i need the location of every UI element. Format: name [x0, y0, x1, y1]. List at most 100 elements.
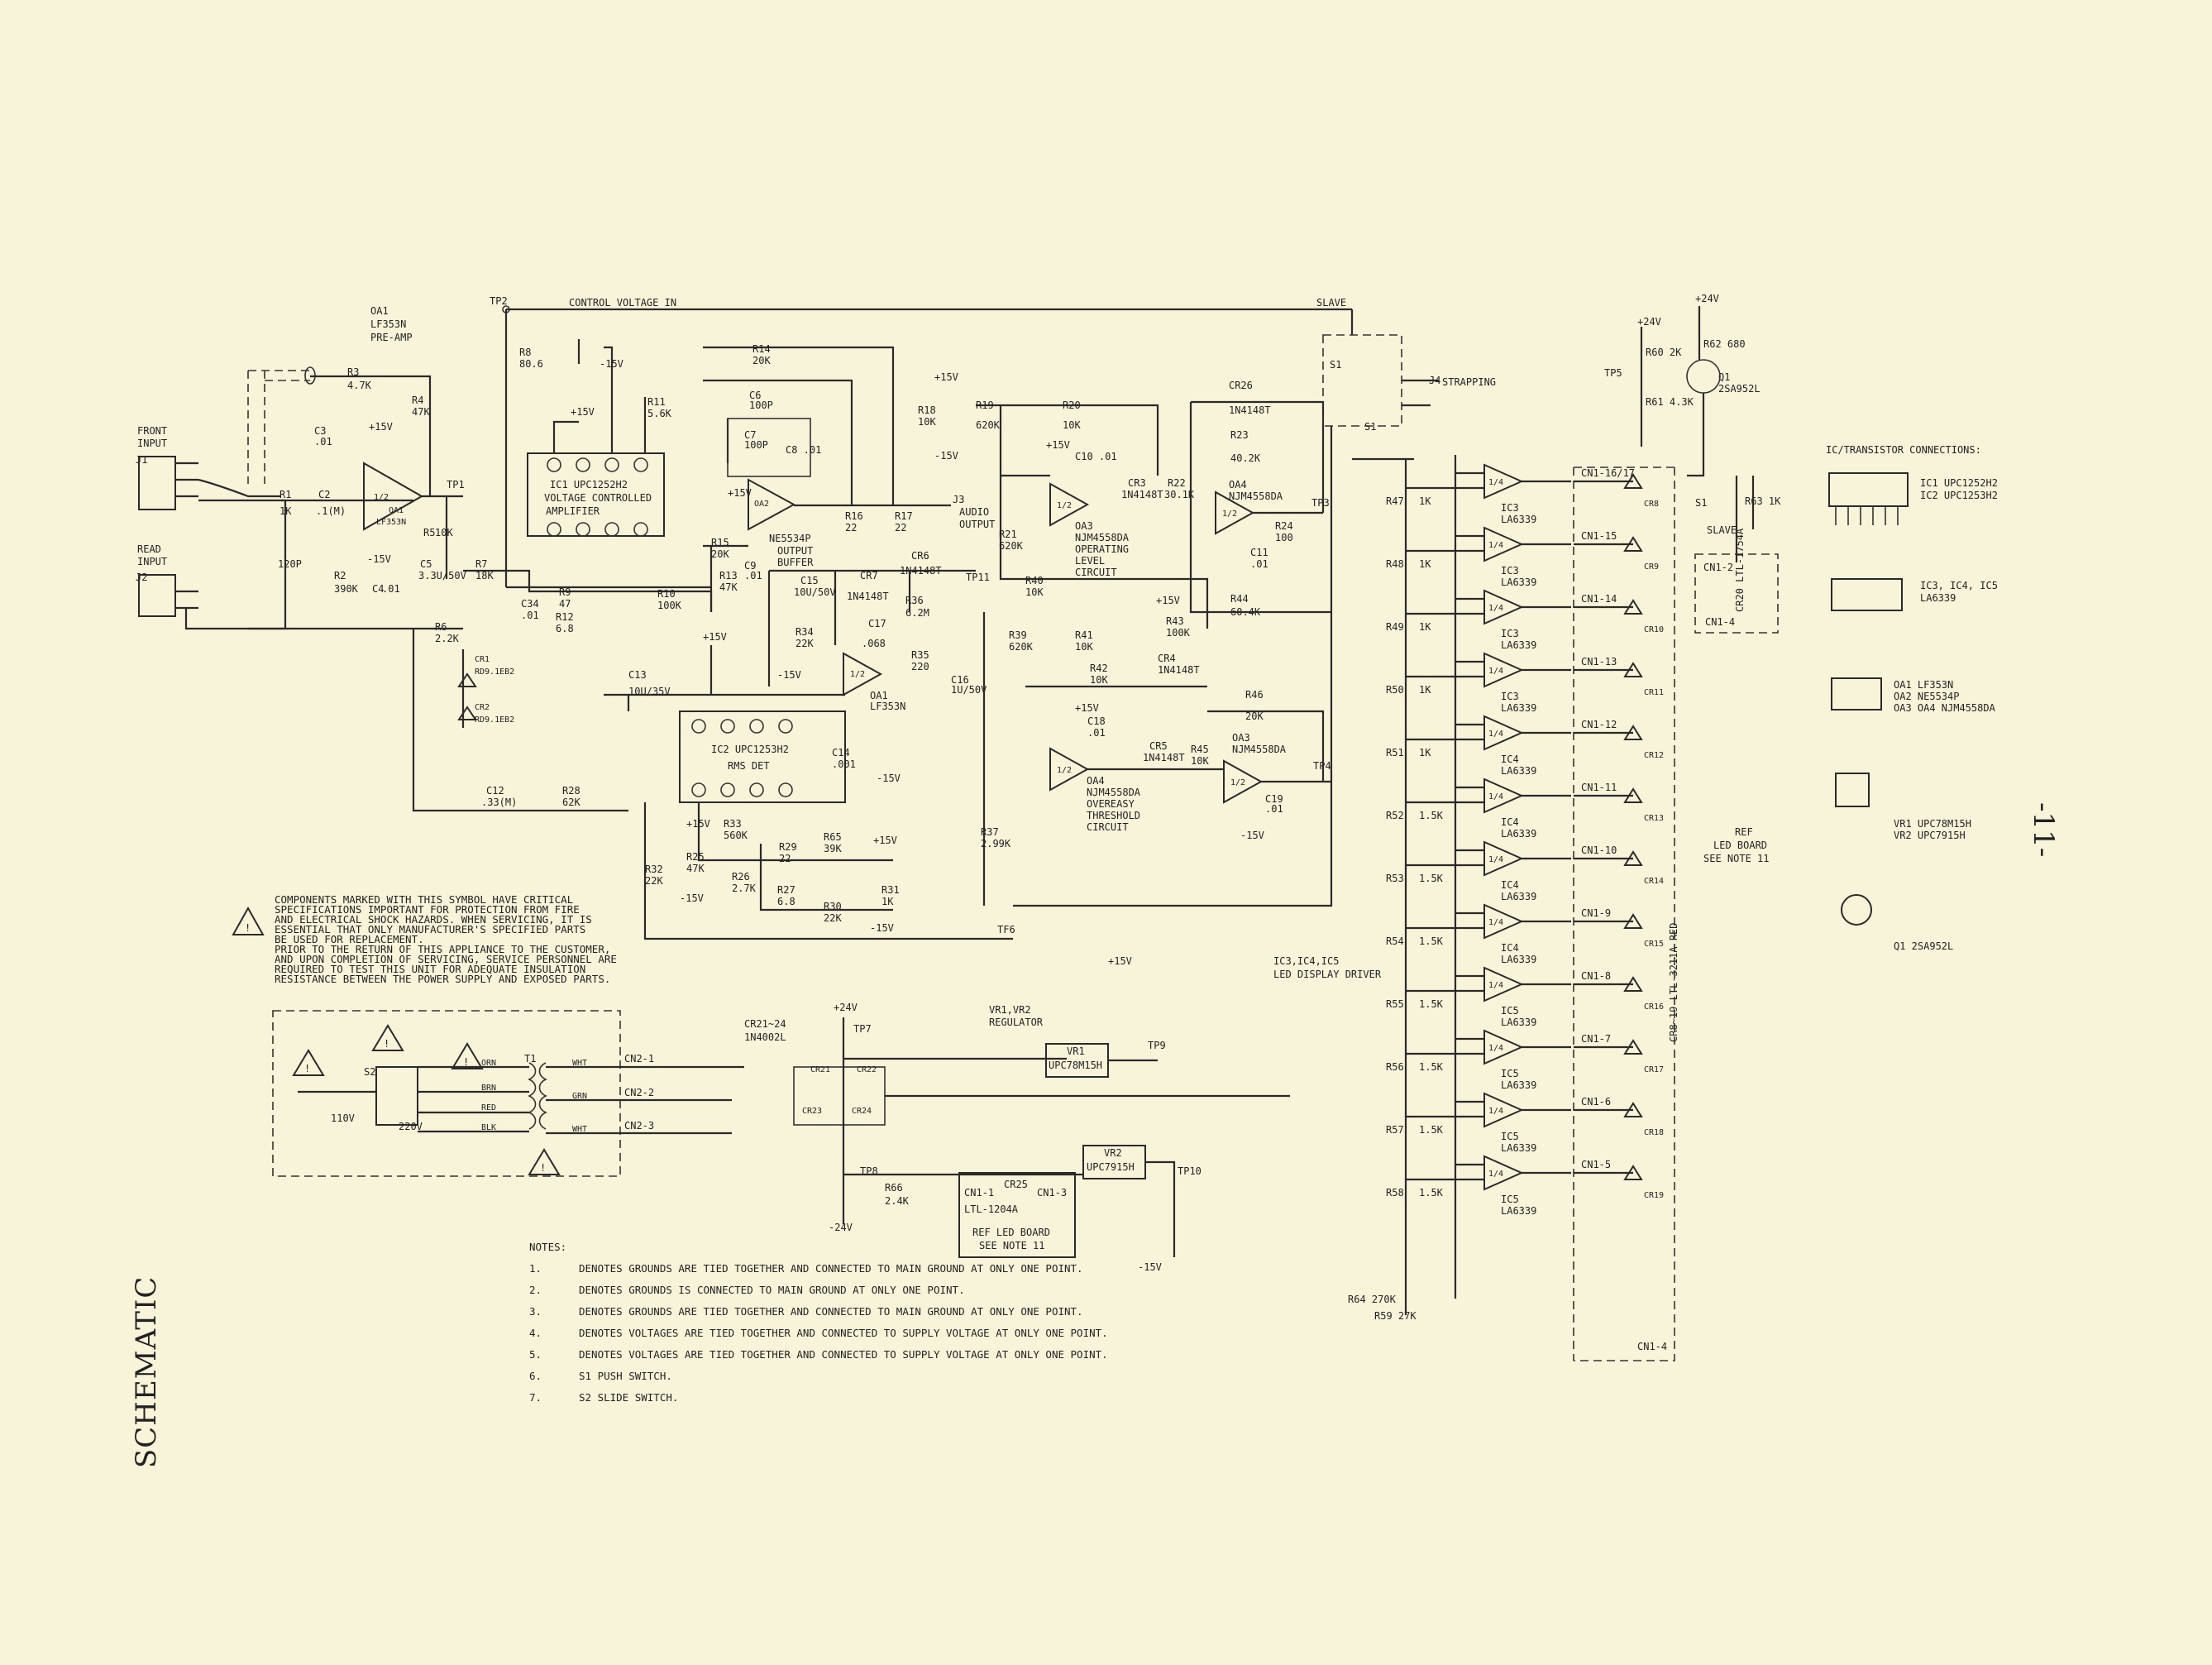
comparator-fraction: 1/4: [1488, 855, 1503, 864]
cn1-4-top: CN1-4: [1705, 616, 1735, 628]
s1-strapping: J4 STRAPPING S1 S1: [1013, 309, 1496, 907]
r61: R61 4.3K: [1646, 396, 1694, 408]
stage-led-ref: CR17: [1644, 1065, 1664, 1074]
comparator-fraction: 1/4: [1488, 730, 1503, 739]
stage-resistor-value: 1.5K: [1419, 998, 1444, 1010]
svg-text:.1(M): .1(M): [316, 505, 346, 517]
svg-text:TP9: TP9: [1148, 1040, 1166, 1051]
audio-output-label-2: OUTPUT: [959, 519, 995, 530]
cr21: CR21: [810, 1065, 830, 1074]
comparator-ic: IC5: [1501, 1131, 1519, 1142]
svg-text:TP11: TP11: [966, 572, 990, 583]
stage-connector: CN1-10: [1581, 844, 1617, 856]
svg-text:+15V: +15V: [369, 421, 393, 433]
oa2-function: OUTPUT: [777, 545, 813, 557]
q1-connection: Q1 2SA952L: [1894, 940, 1953, 952]
svg-text:C17: C17: [868, 618, 886, 629]
vr2-ref: VR2: [1104, 1147, 1122, 1159]
stage-led-ref: CR10: [1644, 625, 1664, 634]
svg-text:10K: 10K: [1090, 674, 1108, 686]
stage-resistor-value: 1K: [1419, 684, 1431, 696]
svg-text:100K: 100K: [657, 600, 682, 611]
svg-text:TP4: TP4: [1313, 760, 1331, 772]
comparator-part: LA6339: [1501, 1142, 1536, 1154]
stage-led-ref: CR9: [1644, 562, 1659, 572]
svg-text:S1: S1: [1330, 359, 1341, 371]
svg-text:-15V: -15V: [777, 669, 801, 681]
svg-text:R11: R11: [647, 396, 666, 408]
svg-text:22: 22: [845, 522, 857, 533]
v220-label: 220V: [399, 1121, 423, 1132]
comparator: [1483, 652, 1524, 688]
svg-text:80.6: 80.6: [519, 358, 543, 370]
svg-text:20K: 20K: [711, 548, 729, 560]
svg-text:R34: R34: [795, 626, 814, 638]
svg-text:+15V: +15V: [934, 371, 958, 383]
svg-text:R44: R44: [1230, 593, 1249, 605]
stage-led-ref: CR19: [1644, 1191, 1664, 1200]
svg-text:R35: R35: [911, 649, 929, 661]
svg-text:R41: R41: [1075, 629, 1093, 641]
svg-text:100K: 100K: [1166, 627, 1191, 639]
stage-led: [1623, 850, 1643, 866]
cn1-3: CN1-3: [1037, 1187, 1067, 1199]
svg-text:-15V: -15V: [870, 922, 894, 934]
cn1-2: CN1-2: [1703, 562, 1733, 573]
stage-resistor: R53: [1386, 873, 1404, 884]
svg-text:R23: R23: [1230, 429, 1249, 441]
oa3a-ref: OA3: [1075, 520, 1093, 532]
svg-text:R66: R66: [885, 1182, 903, 1194]
svg-text:100P: 100P: [749, 400, 773, 411]
svg-text:CR26: CR26: [1229, 380, 1253, 391]
stage-connector: CN1-14: [1581, 593, 1617, 605]
svg-text:620K: 620K: [976, 419, 1001, 431]
warning-line: ESSENTIAL THAT ONLY MANUFACTURER'S SPECI…: [275, 923, 585, 935]
cn1-1: CN1-1: [964, 1187, 994, 1199]
svg-text:.068: .068: [862, 638, 886, 649]
svg-text:R1: R1: [279, 489, 291, 500]
strapping-label: STRAPPING: [1442, 376, 1496, 388]
svg-text:10K: 10K: [1063, 419, 1081, 431]
note-number: 7.: [529, 1391, 542, 1404]
stage-wire: [1406, 974, 1633, 993]
svg-text:22K: 22K: [645, 875, 663, 887]
stage-led: [1623, 976, 1643, 992]
slave-label: SLAVE: [1707, 524, 1737, 536]
svg-text:R14: R14: [752, 343, 771, 355]
svg-text:3.3U/50V: 3.3U/50V: [418, 570, 466, 581]
oa3-operating-level: 1/2 OA3 NJM4558DA OPERATING LEVEL CIRCUI…: [918, 371, 1209, 686]
r63: R63 1K: [1745, 495, 1781, 507]
comparator-ic: IC4: [1501, 754, 1519, 765]
svg-text:1/2: 1/2: [1057, 501, 1072, 510]
stage-resistor: R51: [1386, 747, 1404, 758]
comparator-part: LA6339: [1501, 514, 1536, 525]
svg-text:2.2K: 2.2K: [435, 633, 460, 644]
stage-resistor: R49: [1386, 621, 1404, 633]
j2-label: J2: [136, 572, 147, 583]
warning-line: COMPONENTS MARKED WITH THIS SYMBOL HAVE …: [275, 893, 573, 906]
svg-text:560K: 560K: [724, 830, 748, 841]
svg-text:62K: 62K: [562, 797, 580, 808]
svg-text:620K: 620K: [999, 540, 1024, 552]
comparator-fraction: 1/4: [1488, 792, 1503, 801]
stage-connector: CN1-6: [1581, 1096, 1611, 1108]
reg-vr1: VR1 UPC78M15H: [1894, 818, 1971, 830]
stage-resistor-value: 1.5K: [1419, 1061, 1444, 1073]
svg-text:.01: .01: [521, 610, 539, 621]
stage-connector: CN1-13: [1581, 656, 1617, 667]
comparator: [1483, 1155, 1524, 1191]
svg-text:20K: 20K: [1245, 710, 1264, 722]
stage-resistor-value: 1K: [1419, 621, 1431, 633]
stage-led-ref: CR8: [1644, 500, 1659, 509]
svg-text:-15V: -15V: [367, 553, 391, 565]
comparator-part: LA6339: [1501, 1079, 1536, 1091]
svg-text:47: 47: [559, 598, 571, 610]
r59: R59 27K: [1374, 1310, 1417, 1322]
stage-led-ref: CR18: [1644, 1128, 1664, 1137]
warning-line: RESISTANCE BETWEEN THE POWER SUPPLY AND …: [275, 973, 610, 985]
rectifier-ref: CR21~24: [744, 1018, 786, 1030]
svg-text:10K: 10K: [1075, 641, 1093, 653]
svg-text:1N4148T: 1N4148T: [900, 565, 942, 577]
